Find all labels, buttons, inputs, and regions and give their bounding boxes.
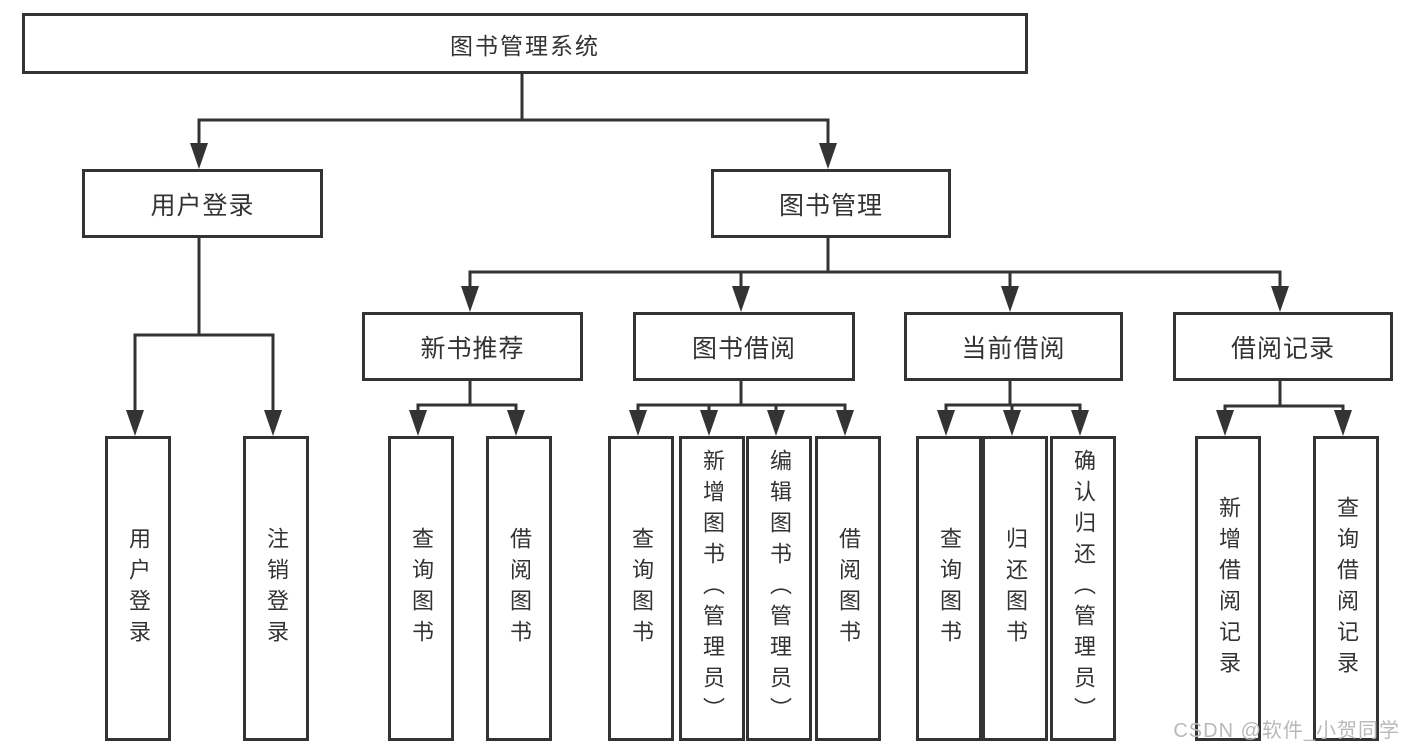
arrow-down-icon-book-management-3: [1271, 286, 1289, 312]
node-label-leaf-logout: 注销登录: [264, 526, 289, 651]
node-borrowing-records: 借阅记录: [1173, 312, 1393, 381]
arrow-down-icon-book-borrowing-2: [767, 410, 785, 436]
node-leaf-query-books-2: 查询图书: [608, 436, 674, 741]
node-leaf-query-borrow-record: 查询借阅记录: [1313, 436, 1379, 741]
node-leaf-edit-books-admin: 编辑图书（管理员）: [746, 436, 812, 741]
arrow-down-icon-book-borrowing-3: [836, 410, 854, 436]
arrow-down-icon-borrowing-records-0: [1216, 410, 1234, 436]
node-label-leaf-query-borrow-record: 查询借阅记录: [1334, 495, 1359, 682]
node-label-leaf-edit-books-admin: 编辑图书（管理员）: [767, 449, 792, 728]
arrow-down-icon-new-book-recommend-1: [507, 410, 525, 436]
node-label-leaf-query-books-1: 查询图书: [409, 526, 434, 651]
arrow-down-icon-current-borrowing-2: [1071, 410, 1089, 436]
node-leaf-user-login: 用户登录: [105, 436, 171, 741]
arrow-down-icon-book-management-1: [732, 286, 750, 312]
node-leaf-query-books-3: 查询图书: [916, 436, 982, 741]
node-leaf-add-borrow-record: 新增借阅记录: [1195, 436, 1261, 741]
node-leaf-return-books: 归还图书: [982, 436, 1048, 741]
node-leaf-logout: 注销登录: [243, 436, 309, 741]
node-leaf-borrow-books-2: 借阅图书: [815, 436, 881, 741]
arrow-down-icon-book-borrowing-1: [700, 410, 718, 436]
node-leaf-borrow-books-1: 借阅图书: [486, 436, 552, 741]
watermark-text: CSDN @软件_小贺同学: [1173, 720, 1400, 742]
node-label-leaf-query-books-3: 查询图书: [937, 526, 962, 651]
arrow-down-icon-book-management-2: [1001, 286, 1019, 312]
node-label-new-book-recommend: 新书推荐: [420, 334, 525, 363]
node-label-leaf-return-books: 归还图书: [1003, 526, 1028, 651]
arrow-down-icon-user-login-0: [126, 410, 144, 436]
node-label-leaf-borrow-books-1: 借阅图书: [507, 526, 532, 651]
node-label-borrowing-records: 借阅记录: [1230, 334, 1335, 363]
node-label-leaf-add-borrow-record: 新增借阅记录: [1216, 495, 1241, 682]
node-user-login: 用户登录: [82, 169, 323, 238]
node-leaf-query-books-1: 查询图书: [388, 436, 454, 741]
node-label-leaf-add-books-admin: 新增图书（管理员）: [700, 449, 725, 728]
node-current-borrowing: 当前借阅: [904, 312, 1123, 381]
arrow-down-icon-book-management-0: [461, 286, 479, 312]
arrow-down-icon-current-borrowing-0: [937, 410, 955, 436]
arrow-down-icon-system-root-1: [819, 143, 837, 169]
node-book-management: 图书管理: [711, 169, 951, 238]
node-label-book-management: 图书管理: [778, 191, 883, 220]
node-label-system-root: 图书管理系统: [450, 32, 600, 59]
node-new-book-recommend: 新书推荐: [362, 312, 583, 381]
node-leaf-confirm-return-admin: 确认归还（管理员）: [1050, 436, 1116, 741]
arrow-down-icon-user-login-1: [264, 410, 282, 436]
node-leaf-add-books-admin: 新增图书（管理员）: [679, 436, 745, 741]
arrow-down-icon-system-root-0: [190, 143, 208, 169]
node-label-user-login: 用户登录: [150, 191, 255, 220]
node-label-leaf-user-login: 用户登录: [126, 526, 151, 651]
node-label-leaf-borrow-books-2: 借阅图书: [836, 526, 861, 651]
node-label-current-borrowing: 当前借阅: [961, 334, 1066, 363]
node-system-root: 图书管理系统: [22, 13, 1028, 74]
arrow-down-icon-borrowing-records-1: [1334, 410, 1352, 436]
arrow-down-icon-book-borrowing-0: [629, 410, 647, 436]
arrow-down-icon-current-borrowing-1: [1003, 410, 1021, 436]
node-book-borrowing: 图书借阅: [633, 312, 855, 381]
node-label-leaf-query-books-2: 查询图书: [629, 526, 654, 651]
node-label-leaf-confirm-return-admin: 确认归还（管理员）: [1071, 449, 1096, 728]
arrow-down-icon-new-book-recommend-0: [409, 410, 427, 436]
node-label-book-borrowing: 图书借阅: [691, 334, 796, 363]
